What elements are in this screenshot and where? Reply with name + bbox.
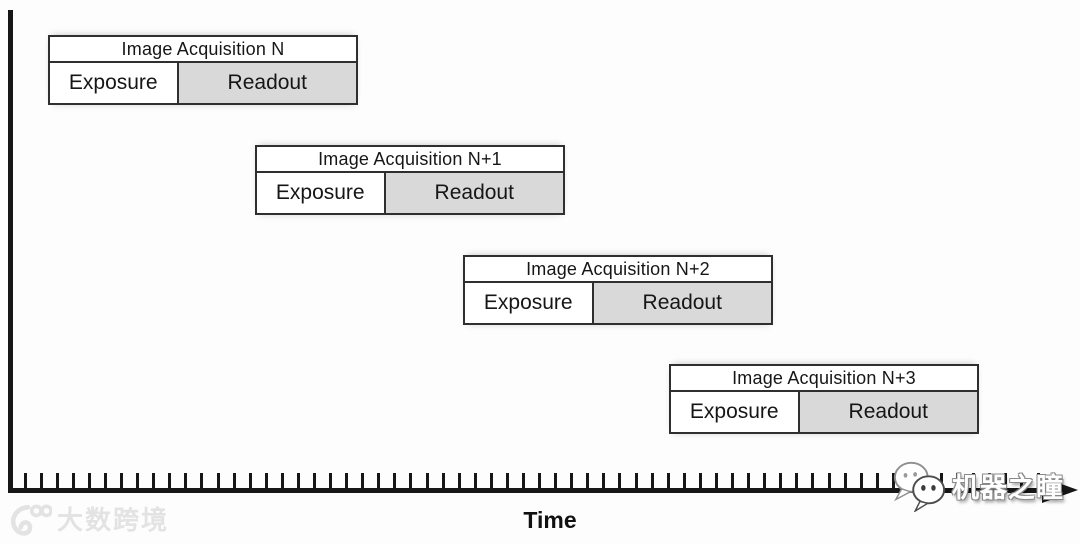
chat-bubbles-icon <box>893 461 946 512</box>
tick-mark <box>345 473 349 490</box>
tick-mark <box>505 473 509 490</box>
readout-cell: Readout <box>799 392 977 432</box>
acquisition-phases-row: Exposure Readout <box>465 283 771 323</box>
tick-mark <box>827 473 831 490</box>
tick-mark <box>811 473 815 490</box>
tick-mark <box>714 473 718 490</box>
acquisition-block-n3: Image Acquisition N+3 Exposure Readout <box>669 364 979 434</box>
tick-mark <box>666 473 670 490</box>
tick-mark <box>489 473 493 490</box>
tick-mark <box>216 473 220 490</box>
tick-mark <box>731 473 734 490</box>
swirl-100-logo-icon <box>10 504 52 536</box>
tick-mark <box>650 473 654 490</box>
tick-mark <box>795 473 799 490</box>
tick-mark <box>200 473 204 490</box>
acquisition-title: Image Acquisition N+2 <box>465 257 771 283</box>
tick-mark <box>747 473 751 490</box>
acquisition-phases-row: Exposure Readout <box>50 63 356 103</box>
tick-mark <box>875 473 879 490</box>
tick-mark <box>891 473 895 490</box>
watermark-bottom-left: 大数跨境 <box>6 502 169 540</box>
tick-mark <box>538 473 541 490</box>
readout-cell: Readout <box>385 173 563 213</box>
tick-mark <box>248 473 252 490</box>
tick-mark <box>570 473 574 490</box>
tick-mark <box>779 473 783 490</box>
tick-mark <box>184 473 188 490</box>
tick-mark <box>698 473 702 490</box>
tick-mark <box>988 473 992 490</box>
tick-mark <box>87 473 91 490</box>
tick-mark <box>361 473 365 490</box>
watermark-right-text: 机器之瞳 <box>952 472 1064 504</box>
tick-mark <box>312 473 316 490</box>
watermark-right: 机器之瞳 <box>888 458 1064 512</box>
exposure-cell: Exposure <box>257 173 386 213</box>
tick-mark <box>1020 473 1024 490</box>
tick-mark <box>956 473 960 490</box>
tick-mark <box>843 473 847 490</box>
tick-mark <box>972 473 976 490</box>
tick-mark <box>763 473 767 490</box>
tick-mark <box>152 473 156 490</box>
tick-mark <box>280 473 284 490</box>
tick-mark <box>1036 473 1040 490</box>
tick-mark <box>232 473 236 490</box>
tick-mark <box>120 473 123 490</box>
readout-cell: Readout <box>178 63 356 103</box>
tick-mark <box>409 473 413 490</box>
time-axis-label: Time <box>523 507 577 533</box>
acquisition-block-n2: Image Acquisition N+2 Exposure Readout <box>463 255 773 325</box>
acquisition-phases-row: Exposure Readout <box>671 392 977 432</box>
tick-mark <box>682 473 686 490</box>
tick-mark <box>39 473 43 490</box>
tick-mark <box>473 473 477 490</box>
exposure-cell: Exposure <box>671 392 800 432</box>
tick-mark <box>103 473 107 490</box>
readout-cell: Readout <box>593 283 771 323</box>
tick-mark <box>136 473 140 490</box>
tick-mark <box>425 473 429 490</box>
vertical-axis-line <box>8 10 13 493</box>
tick-mark <box>554 473 558 490</box>
tick-mark <box>23 473 27 490</box>
tick-mark <box>1004 473 1008 490</box>
tick-mark <box>634 473 638 490</box>
tick-mark <box>55 473 59 490</box>
acquisition-block-n1: Image Acquisition N+1 Exposure Readout <box>255 145 565 215</box>
tick-mark <box>618 473 622 490</box>
acquisition-title: Image Acquisition N+1 <box>257 147 563 173</box>
tick-mark <box>586 473 590 490</box>
tick-mark <box>441 473 445 490</box>
time-axis-line <box>8 488 1046 493</box>
tick-mark <box>296 473 300 490</box>
acquisition-block-n: Image Acquisition N Exposure Readout <box>48 35 358 105</box>
acquisition-title: Image Acquisition N+3 <box>671 366 977 392</box>
exposure-cell: Exposure <box>465 283 594 323</box>
tick-mark <box>859 473 863 490</box>
time-axis-arrowhead-icon <box>1042 477 1078 503</box>
tick-mark <box>264 473 268 490</box>
acquisition-phases-row: Exposure Readout <box>257 173 563 213</box>
acquisition-title: Image Acquisition N <box>50 37 356 63</box>
exposure-cell: Exposure <box>50 63 179 103</box>
tick-mark <box>377 473 381 490</box>
tick-mark <box>457 473 461 490</box>
watermark-bottom-left-text: 大数跨境 <box>57 506 170 536</box>
tick-mark <box>168 473 172 490</box>
tick-mark <box>602 473 606 490</box>
tick-mark <box>329 473 332 490</box>
tick-mark <box>522 473 525 490</box>
tick-mark <box>71 473 75 490</box>
tick-mark <box>393 473 397 490</box>
